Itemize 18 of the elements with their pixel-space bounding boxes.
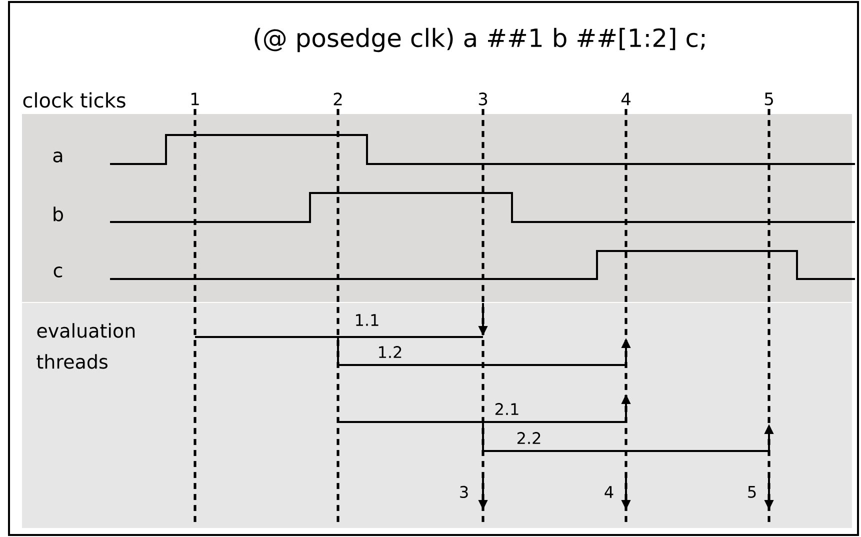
tick-number: 4 <box>604 486 614 498</box>
tick-number: 2 <box>334 92 342 106</box>
tick-number: 3 <box>460 486 468 498</box>
tick-number: 3 <box>478 92 488 106</box>
axis-label: clock ticks <box>23 92 126 108</box>
row-label: evaluation threads <box>36 323 135 369</box>
thread-label: 2.1 <box>495 403 518 415</box>
thread-label: 1.1 <box>356 314 378 326</box>
tick-number: 4 <box>621 92 630 106</box>
thread-label: 1.2 <box>379 346 402 358</box>
signal-name: b <box>54 206 63 222</box>
signal-name: c <box>54 266 62 278</box>
tick-number: 5 <box>764 92 773 106</box>
thread-label: 2.2 <box>517 432 540 444</box>
tick-number: 1 <box>191 92 199 106</box>
tick-number: 5 <box>748 486 756 498</box>
title: (@ posedge clk) a ##1 b ##[1:2] c; <box>254 28 704 52</box>
signal-name: a <box>53 152 62 162</box>
